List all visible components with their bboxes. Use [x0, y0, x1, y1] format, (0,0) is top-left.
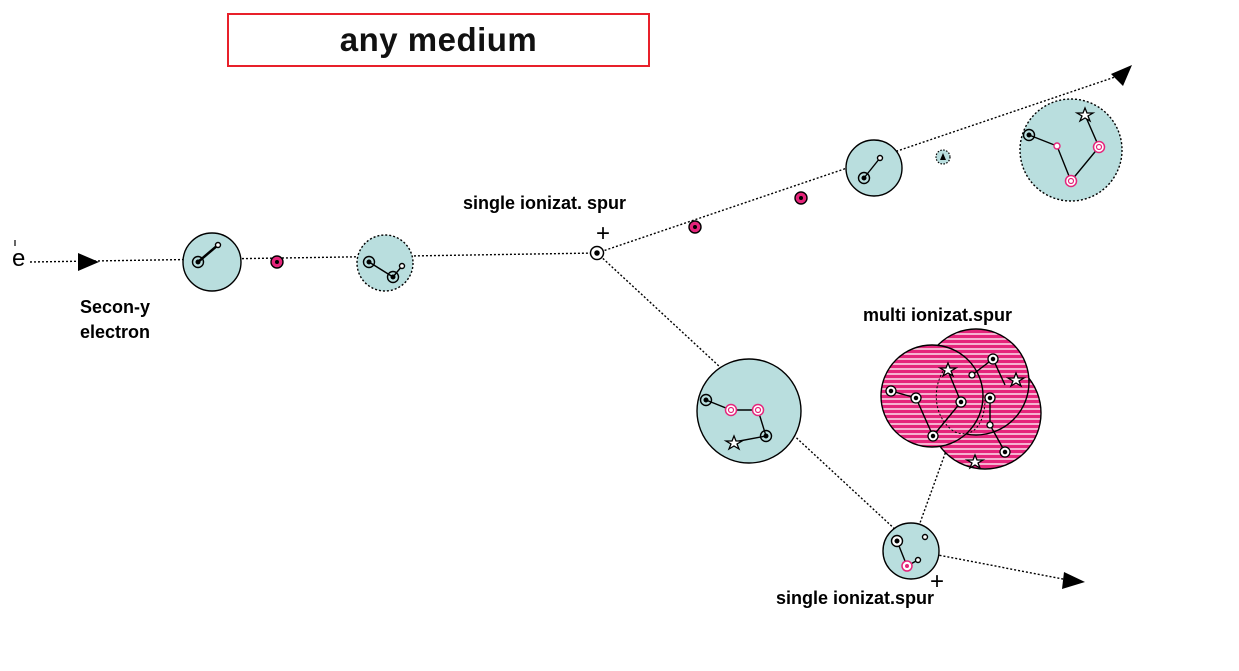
ion-pair-icon	[857, 154, 884, 185]
spur-blob	[182, 232, 242, 292]
arrow-heads	[78, 65, 1132, 589]
ion-pair-icon	[688, 220, 702, 234]
arrow-head-icon	[1062, 572, 1085, 589]
ion-pair-icon	[362, 255, 406, 284]
single-spur-label-bottom: single ionizat.spur	[776, 588, 935, 608]
ion-pair-icon	[589, 245, 605, 261]
ion-pair-icon	[794, 191, 808, 205]
multi-spur-label: multi ionizat.spur	[863, 305, 1013, 325]
spur-blob	[1019, 98, 1123, 202]
star-excited-state-icon	[1005, 371, 1027, 388]
secondary-electron-label-line1: Secon-y	[80, 297, 151, 317]
diagram-title: any medium	[339, 21, 538, 58]
track-lower-exit	[911, 549, 1069, 581]
star-excited-state-icon	[723, 434, 745, 451]
star-excited-state-icon	[964, 453, 986, 470]
electron-tracks	[29, 76, 1116, 581]
spur-blob	[935, 149, 951, 165]
track-to-multi-spur	[911, 439, 951, 546]
title-box: any medium	[227, 13, 650, 67]
spur-blob	[696, 358, 802, 464]
arrow-head-icon	[1111, 65, 1132, 86]
ion-pair-icon	[724, 403, 765, 417]
multi-spur-cluster	[880, 328, 1042, 470]
arrow-head-icon	[78, 253, 99, 271]
ion-pair-icon	[885, 353, 1011, 458]
track-lower	[596, 252, 913, 546]
star-excited-state-icon	[1074, 106, 1096, 123]
secondary-electron-label-line2: electron	[80, 322, 151, 342]
track-incoming	[29, 252, 598, 263]
ion-pair-icon	[270, 255, 284, 269]
plus-ion-icon: +	[596, 220, 611, 247]
single-spur-label-top: single ionizat. spur	[463, 193, 627, 213]
ion-pair-icon	[1053, 140, 1106, 188]
spur-blob	[882, 522, 940, 580]
ion-pair-icon	[1022, 128, 1036, 142]
electron-symbol: e	[12, 245, 26, 272]
ion-pair-icon	[901, 560, 913, 572]
ion-pair-icon	[890, 533, 929, 564]
ion-pair-icon	[191, 241, 222, 269]
spur-blob	[845, 139, 903, 197]
ion-pair-icon	[699, 393, 773, 443]
spur-blob	[356, 234, 414, 292]
plus-ion-icon: +	[930, 568, 945, 595]
star-excited-state-icon	[937, 361, 959, 378]
